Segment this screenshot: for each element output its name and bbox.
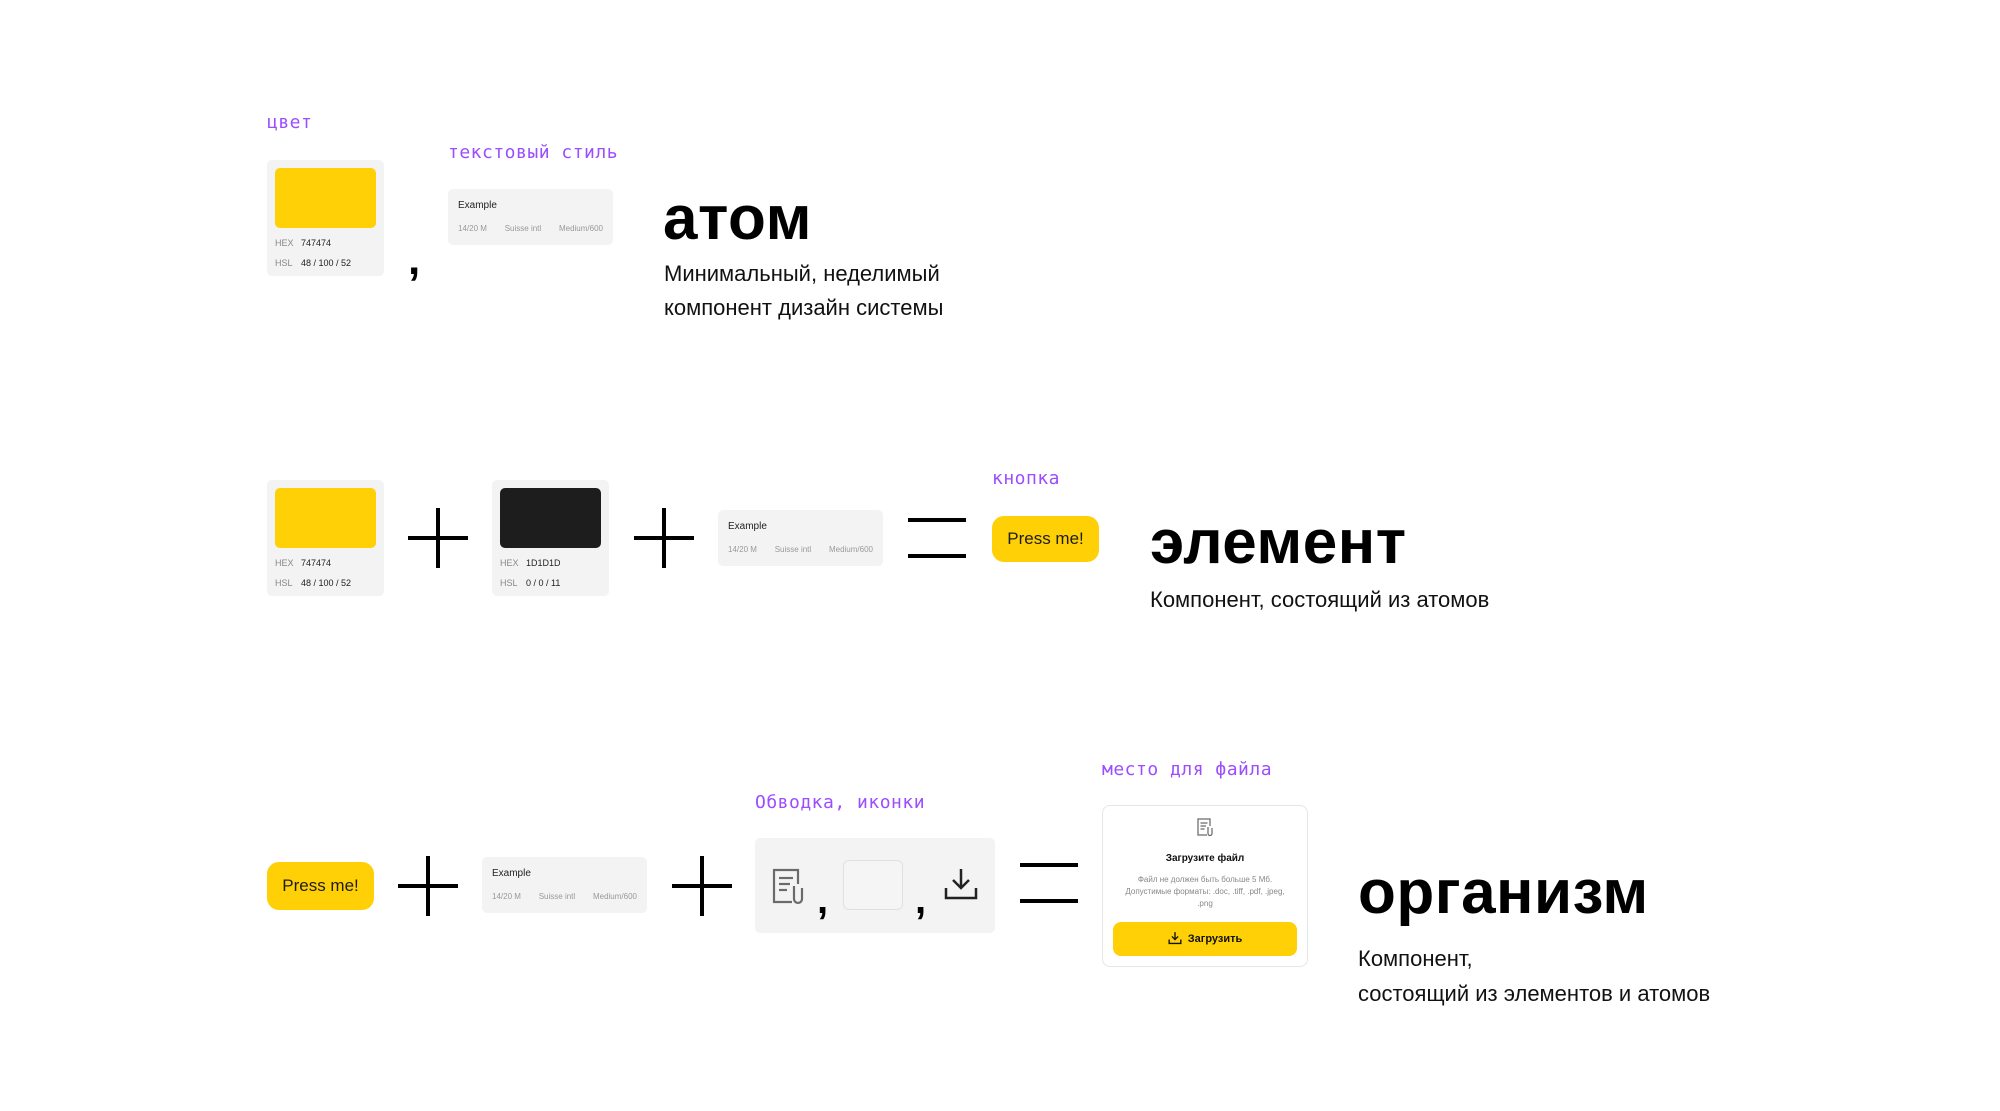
text-style-example: Example — [492, 868, 531, 879]
element-description: Компонент, состоящий из атомов — [1150, 587, 1490, 612]
color-card-yellow: HEX 747474 HSL 48 / 100 / 52 — [267, 160, 384, 276]
text-style-note: текстовый стиль — [448, 142, 619, 163]
equals-icon — [908, 518, 966, 558]
text-style-weight: Medium/600 — [558, 224, 603, 233]
hex-label: HEX — [275, 558, 294, 568]
atom-description-line1: Минимальный, неделимый — [664, 261, 940, 286]
upload-title: Загрузите файл — [1165, 853, 1245, 864]
upload-hint: Файл не должен быть больше 5 Мб. Допусти… — [1103, 874, 1307, 910]
organism-description-line2: состоящий из элементов и атомов — [1358, 981, 1711, 1006]
plus-icon — [408, 508, 468, 568]
icons-outline-box: , , — [755, 838, 995, 933]
upload-button-label: Загрузить — [1187, 933, 1243, 945]
color-swatch — [275, 168, 376, 228]
color-swatch — [275, 488, 376, 548]
hex-label: HEX — [275, 238, 294, 248]
plus-icon — [672, 856, 732, 916]
hsl-value: 0 / 0 / 11 — [526, 578, 561, 588]
text-style-weight: Medium/600 — [828, 545, 873, 554]
hex-value: 1D1D1D — [526, 558, 561, 568]
file-attachment-icon — [770, 866, 806, 911]
hsl-label: HSL — [275, 258, 293, 268]
text-style-font: Suisse intl — [774, 545, 812, 554]
button-note: кнопка — [992, 468, 1061, 489]
hex-label: HEX — [500, 558, 519, 568]
organism-heading: организм — [1358, 858, 1649, 927]
upload-hint-line2: Допустимые форматы: .doc, .tiff, .pdf, .… — [1125, 887, 1285, 896]
hex-value: 747474 — [301, 558, 332, 568]
hsl-value: 48 / 100 / 52 — [301, 258, 352, 268]
file-upload-card[interactable]: Загрузите файл Файл не должен быть больш… — [1102, 805, 1308, 967]
text-style-card: Example 14/20 M Suisse intl Medium/600 — [448, 189, 613, 245]
text-style-card: Example 14/20 M Suisse intl Medium/600 — [718, 510, 883, 566]
element-heading: элемент — [1150, 508, 1407, 577]
text-style-size: 14/20 M — [492, 892, 521, 901]
text-style-size: 14/20 M — [728, 545, 757, 554]
atom-description-line2: компонент дизайн системы — [664, 295, 944, 320]
press-me-button[interactable]: Press me! — [267, 862, 374, 910]
upload-hint-line3: .png — [1197, 899, 1213, 908]
file-attachment-icon — [1103, 816, 1307, 843]
text-style-card: Example 14/20 M Suisse intl Medium/600 — [482, 857, 647, 913]
download-icon — [943, 866, 979, 907]
upload-hint-line1: Файл не должен быть больше 5 Мб. — [1137, 875, 1273, 884]
comma-separator: , — [915, 878, 927, 922]
file-place-note: место для файла — [1102, 759, 1273, 780]
color-card-yellow: HEX 747474 HSL 48 / 100 / 52 — [267, 480, 384, 596]
text-style-example: Example — [728, 521, 767, 532]
plus-icon — [634, 508, 694, 568]
plus-icon — [398, 856, 458, 916]
download-icon — [1168, 931, 1182, 948]
atom-heading: атом — [663, 184, 812, 253]
color-swatch — [500, 488, 601, 548]
upload-button[interactable]: Загрузить — [1113, 922, 1297, 956]
text-style-size: 14/20 M — [458, 224, 487, 233]
press-me-button[interactable]: Press me! — [992, 516, 1099, 562]
hsl-label: HSL — [275, 578, 293, 588]
color-note: цвет — [267, 112, 313, 133]
icons-note: Обводка, иконки — [755, 792, 926, 813]
comma-separator: , — [817, 878, 829, 922]
hsl-label: HSL — [500, 578, 518, 588]
comma-separator: , — [408, 235, 421, 284]
color-card-dark: HEX 1D1D1D HSL 0 / 0 / 11 — [492, 480, 609, 596]
organism-description-line1: Компонент, — [1358, 946, 1473, 971]
hex-value: 747474 — [301, 238, 332, 248]
text-style-weight: Medium/600 — [592, 892, 637, 901]
text-style-font: Suisse intl — [538, 892, 576, 901]
text-style-font: Suisse intl — [504, 224, 542, 233]
equals-icon — [1020, 863, 1078, 903]
hsl-value: 48 / 100 / 52 — [301, 578, 352, 588]
outline-sample — [843, 860, 903, 910]
text-style-example: Example — [458, 200, 497, 211]
